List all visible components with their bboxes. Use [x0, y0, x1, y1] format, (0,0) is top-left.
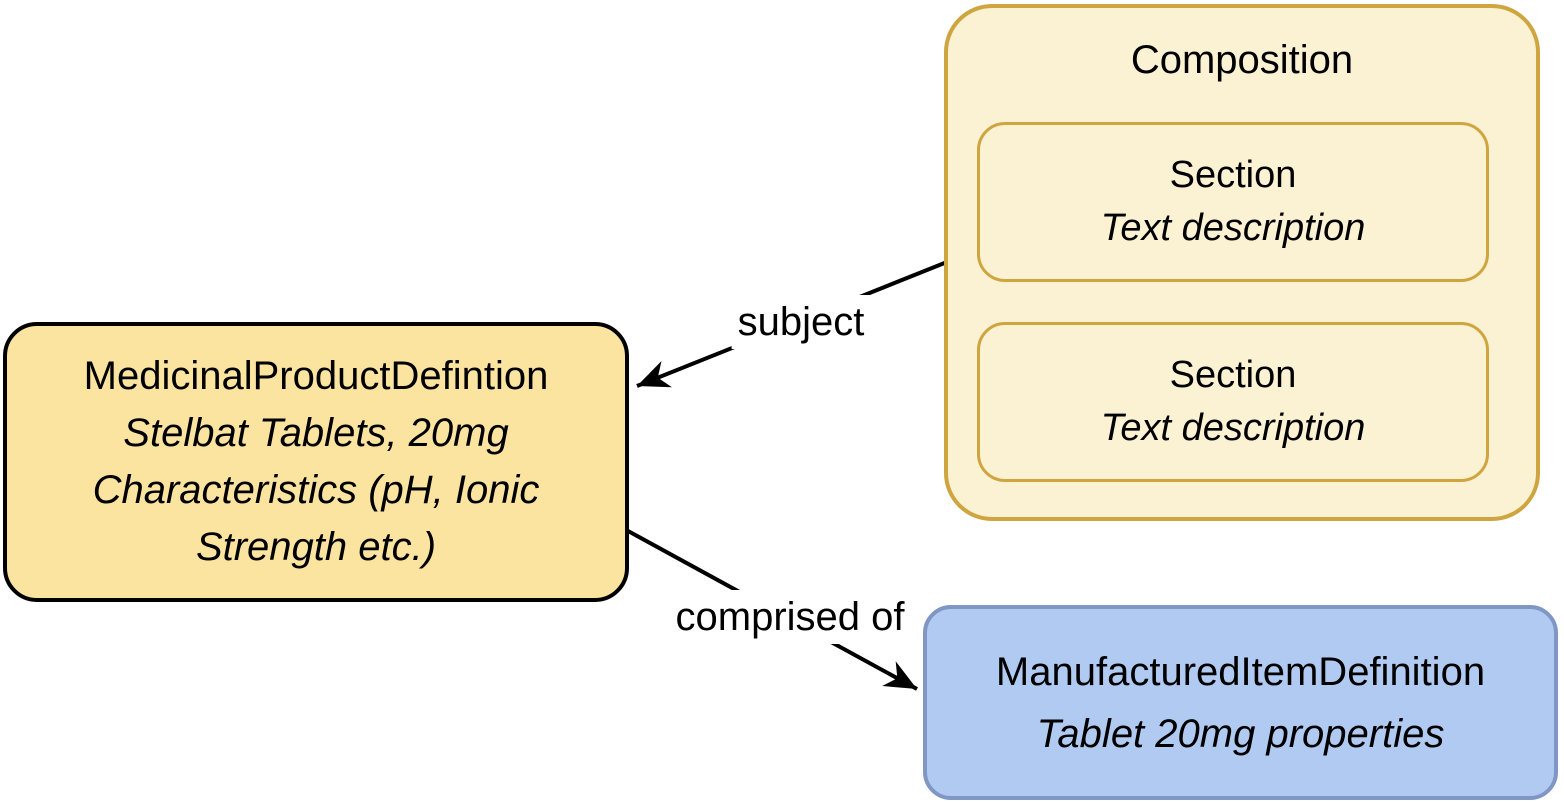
node-subtitle-line: Strength etc.) — [195, 524, 437, 569]
composition-section-2: Section Text description — [977, 322, 1489, 482]
edge-label-subject: subject — [731, 295, 871, 349]
node-title: MedicinalProductDefintion — [83, 354, 549, 399]
edge-label-comprised-of: comprised of — [669, 590, 911, 644]
node-subtitle-line: Characteristics (pH, Ionic — [92, 468, 540, 512]
node-subtitle-line: Stelbat Tablets, 20mg — [123, 411, 509, 456]
section-description: Text description — [1100, 407, 1366, 449]
node-title: ManufacturedItemDefinition — [995, 649, 1486, 694]
node-medicinal-product-definition: MedicinalProductDefintion Stelbat Tablet… — [3, 322, 629, 602]
composition-title: Composition — [1130, 38, 1354, 82]
node-manufactured-item-definition: ManufacturedItemDefinition Tablet 20mg p… — [923, 605, 1558, 800]
section-title: Section — [1169, 353, 1297, 396]
composition-section-1: Section Text description — [977, 122, 1489, 282]
node-subtitle: Tablet 20mg properties — [1036, 711, 1445, 756]
node-composition: Composition Section Text description Sec… — [944, 4, 1540, 521]
section-title: Section — [1169, 153, 1297, 196]
section-description: Text description — [1100, 207, 1366, 249]
